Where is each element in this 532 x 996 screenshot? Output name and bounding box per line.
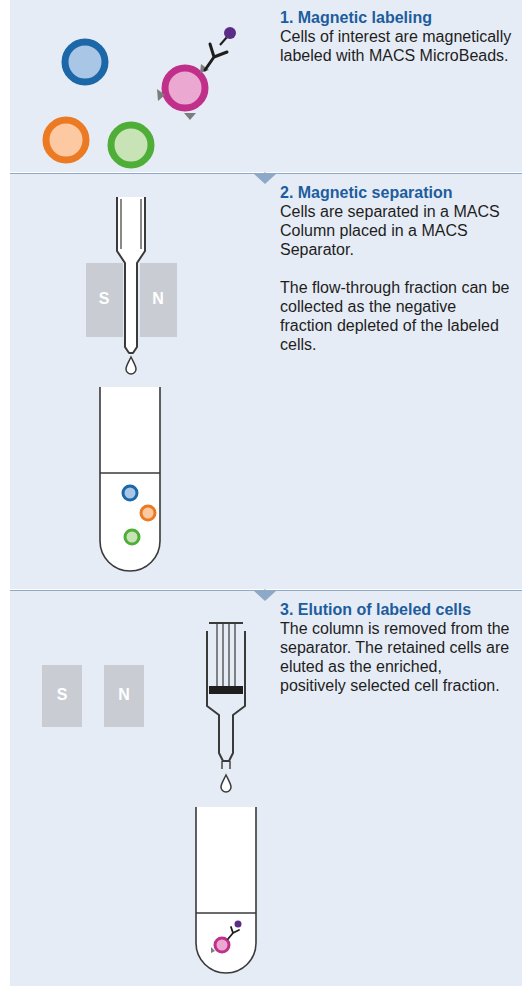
step-panel: 3. Elution of labeled cellsThe column is… xyxy=(10,590,522,986)
step-panel: 1. Magnetic labelingCells of interest ar… xyxy=(10,0,522,172)
step-description: The column is removed from the separator… xyxy=(280,619,512,695)
labeling-illustration xyxy=(10,0,522,172)
step-description: Cells of interest are magnetically label… xyxy=(280,27,512,65)
step-arrow xyxy=(254,172,276,184)
step-heading: 3. Elution of labeled cells xyxy=(280,600,512,619)
magnet-pole-label: N xyxy=(143,290,173,308)
step-heading: 1. Magnetic labeling xyxy=(280,8,512,27)
step-description: The flow-through fraction can be collect… xyxy=(280,278,512,354)
magnet-pole-label: S xyxy=(89,290,119,308)
step-description: Cells are separated in a MACS Column pla… xyxy=(280,202,512,259)
magnet-pole-label: N xyxy=(109,686,139,704)
magnet-pole-label: S xyxy=(47,686,77,704)
step-panel: 2. Magnetic separationCells are separate… xyxy=(10,173,522,589)
step-heading: 2. Magnetic separation xyxy=(280,183,512,202)
step-arrow xyxy=(254,589,276,601)
